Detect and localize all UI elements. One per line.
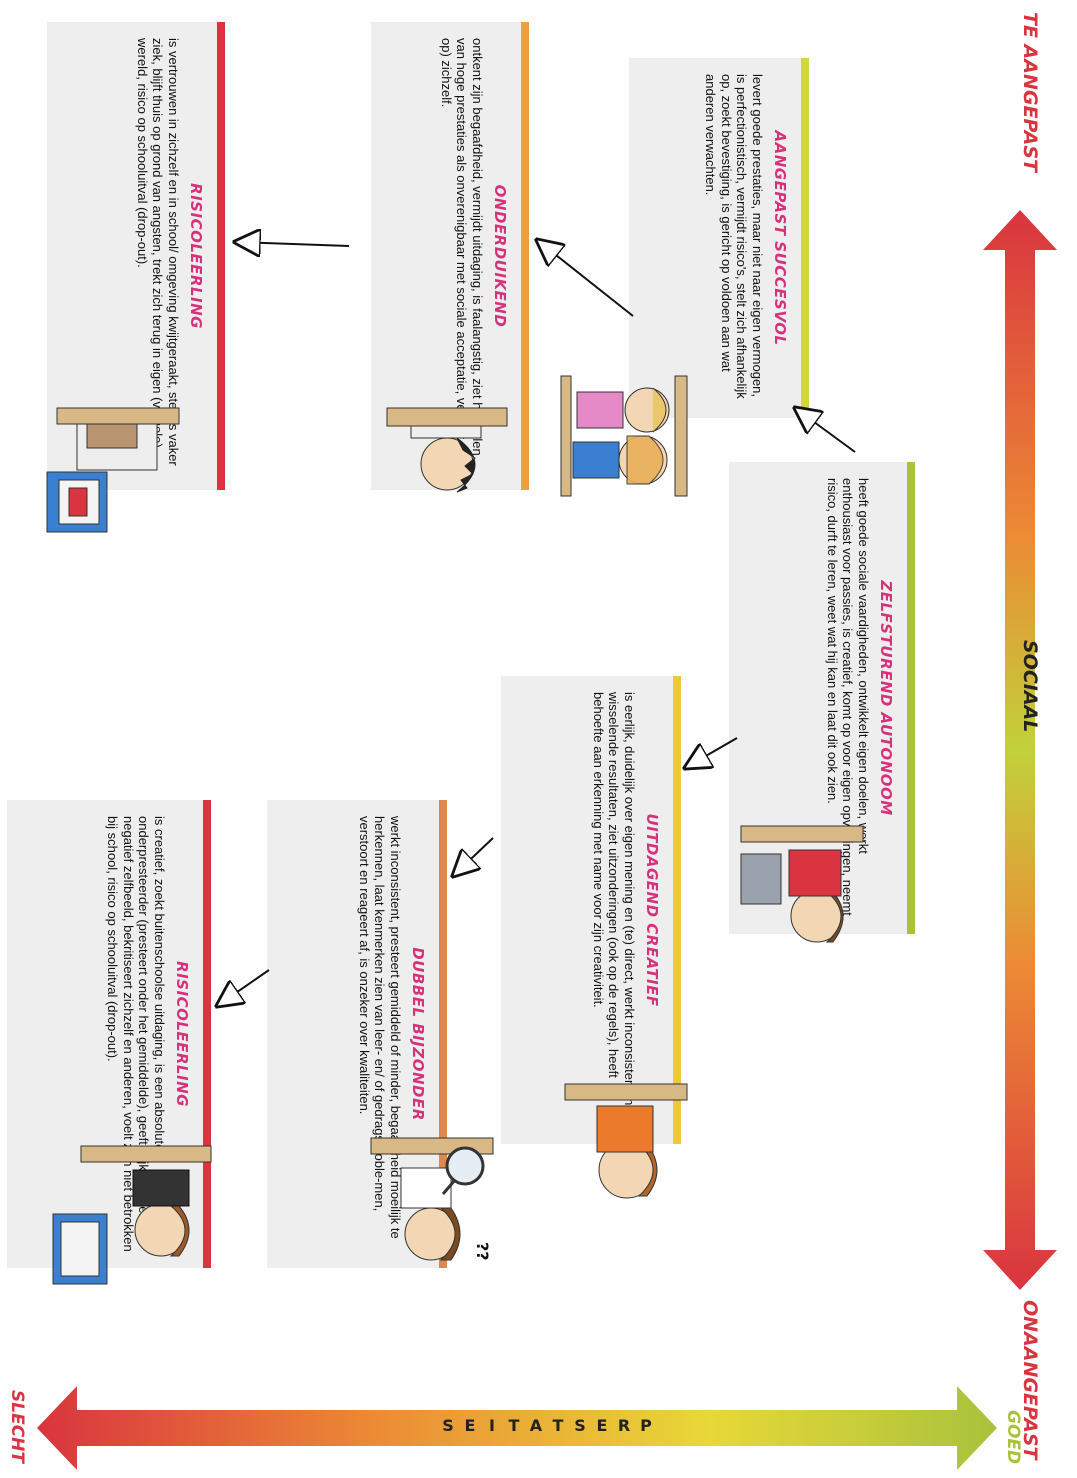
arrow-onderduikend-to-risico	[235, 242, 350, 246]
arrow-aangepast-to-onderduikend	[537, 240, 634, 317]
arrow-zelfsturend-to-uitdagend	[685, 737, 738, 768]
figure-boy-tablet	[52, 1145, 212, 1285]
figure-boy-laptop	[740, 825, 864, 943]
speech-text: ??	[473, 1242, 492, 1261]
figure-two-girls	[560, 375, 688, 497]
arrow-dubbel-to-risico	[217, 969, 270, 1006]
arrow-uitdagend-to-dubbel	[453, 837, 494, 876]
social-axis-arrow	[983, 210, 1057, 1290]
performance-axis-arrow	[37, 1386, 997, 1470]
figure-boy-magnifier: ??	[370, 1137, 494, 1261]
figure-boy-orange	[564, 1083, 688, 1199]
figure-hiding-boy	[386, 407, 508, 493]
figure-empty-desk	[46, 407, 180, 533]
arrow-zelfsturend-to-aangepast	[795, 408, 856, 453]
